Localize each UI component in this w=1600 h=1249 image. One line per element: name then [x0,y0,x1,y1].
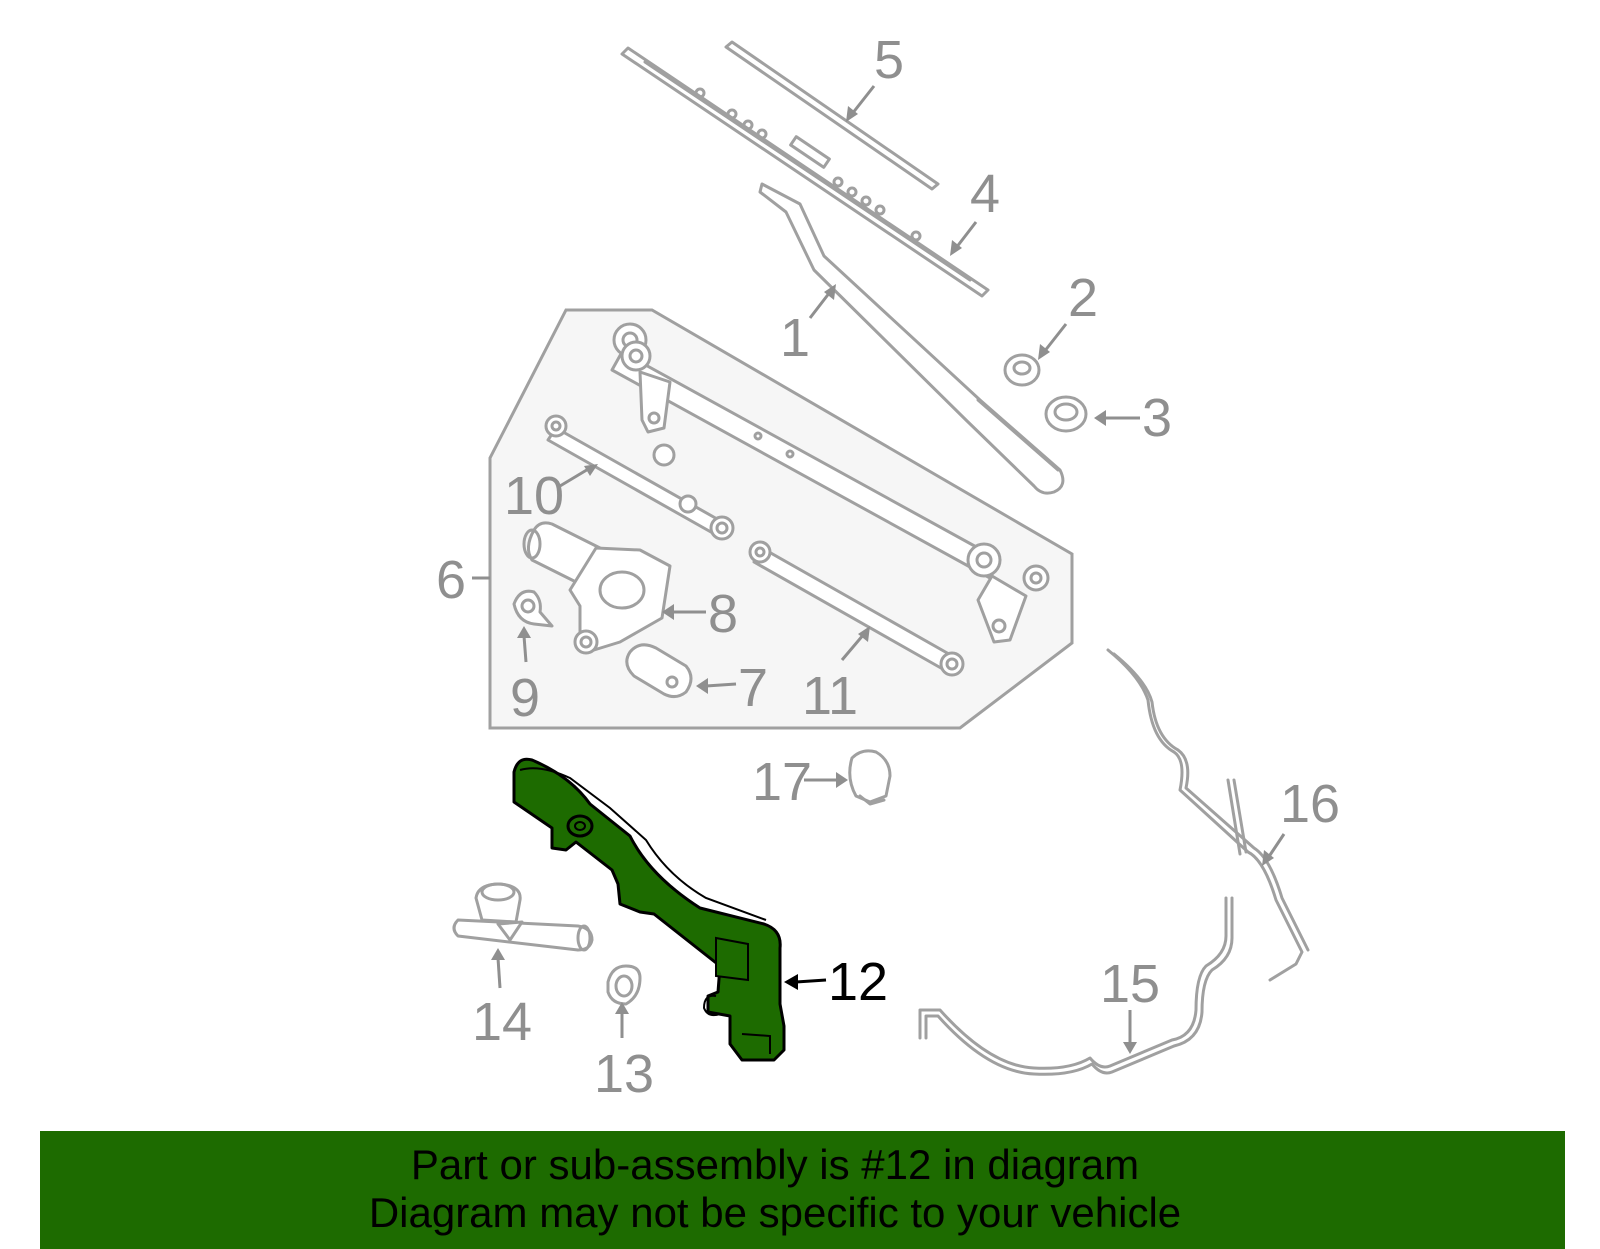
part-9-clip [512,589,554,628]
callout-8: 8 [708,584,738,644]
part-2-nut [1003,353,1041,387]
callout-1: 1 [780,308,810,368]
part-10-link-rod [544,414,735,541]
part-14-washer-pump [452,882,594,952]
callout-3: 3 [1142,388,1172,448]
footer-line-part-info: Part or sub-assembly is #12 in diagram [410,1141,1140,1188]
callout-6: 6 [436,550,466,610]
part-8-wiper-motor [522,521,672,655]
sub-assembly-6-panel [488,308,1074,730]
callout-2: 2 [1068,268,1098,328]
part-11-link-rod [748,540,965,677]
part-13-grommet [606,964,642,1006]
part-17-cap [848,749,892,806]
part-5-blade-refill [724,40,940,191]
callout-9: 9 [510,668,540,728]
callout-15: 15 [1100,954,1160,1014]
callout-10: 10 [504,466,564,526]
callout-14: 14 [472,992,532,1052]
footer-line-disclaimer: Diagram may not be specific to your vehi… [368,1189,1182,1236]
part-3-washer [1044,395,1088,433]
callout-7: 7 [738,658,768,718]
part-16-washer-hose [1106,648,1310,982]
part-12-washer-reservoir [512,757,786,1062]
part-7-bracket [625,643,693,699]
callout-17: 17 [752,752,812,812]
callout-13: 13 [594,1044,654,1104]
part-15-washer-hose [918,896,1234,1076]
linkage-main-bar [610,322,1050,644]
callout-4: 4 [970,164,1000,224]
callout-16: 16 [1280,774,1340,834]
callout-11: 11 [802,666,858,726]
callout-5: 5 [874,30,904,90]
leader-lines [472,85,1286,1054]
footer-banner: Part or sub-assembly is #12 in diagram D… [40,1131,1565,1249]
callout-12: 12 [828,952,888,1012]
part-4-wiper-blade [620,46,990,298]
part-1-wiper-arm [758,182,1065,495]
